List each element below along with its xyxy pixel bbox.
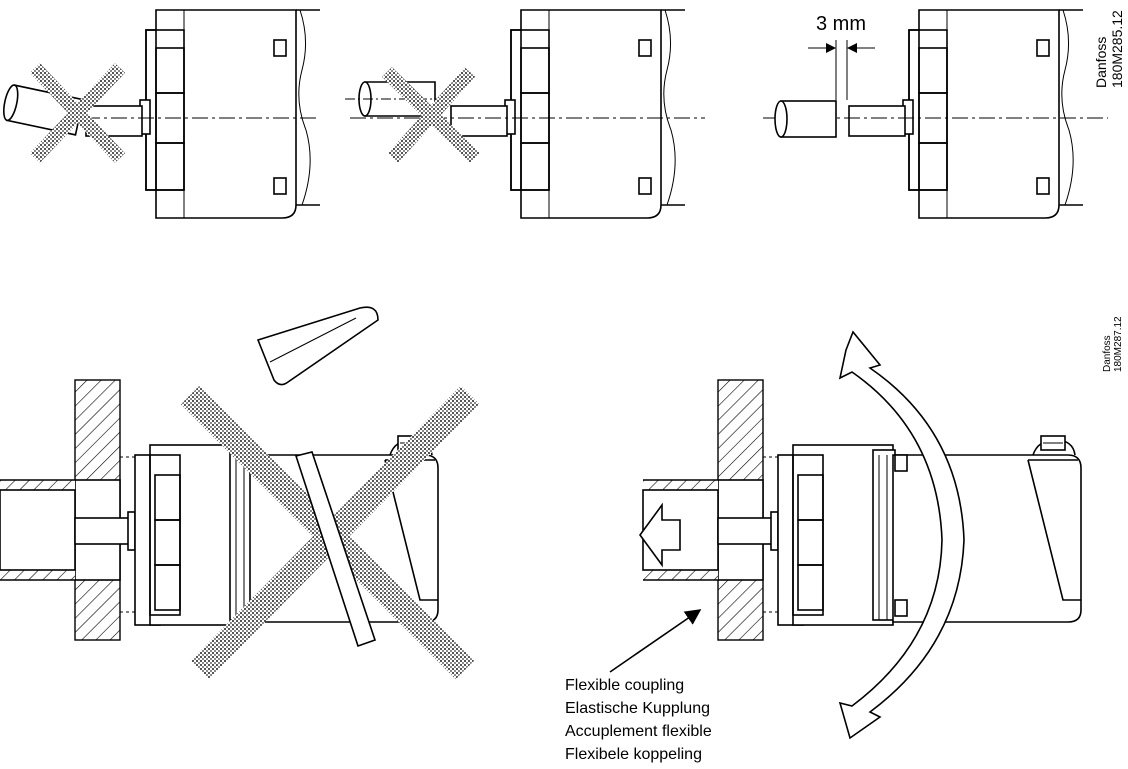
coupling-leader-arrow (609, 609, 702, 673)
no-hammering-panel (0, 306, 480, 680)
gap-dimension-label: 3 mm (816, 13, 866, 35)
drawing-ref-bottom: Danfoss 180M287.12 (1102, 316, 1124, 372)
drawing-ref-top: Danfoss 180M285.12 (1093, 10, 1125, 88)
hammer-icon (256, 306, 379, 648)
parallel-offset-panel (345, 9, 705, 219)
coupling-label-en: Flexible coupling (565, 677, 684, 694)
coupling-label-fr: Accuplement flexible (565, 723, 712, 740)
rotation-arrow-icon (838, 330, 965, 740)
angular-misalignment-panel (3, 9, 321, 219)
correct-alignment-panel (763, 9, 1108, 219)
coupling-label-de: Elastische Kupplung (565, 700, 710, 717)
coupling-label-block: Flexible coupling Elastische Kupplung Ac… (565, 677, 712, 763)
coupling-label-nl: Flexibele koppeling (565, 746, 702, 763)
flexible-coupling-panel (639, 379, 1082, 641)
